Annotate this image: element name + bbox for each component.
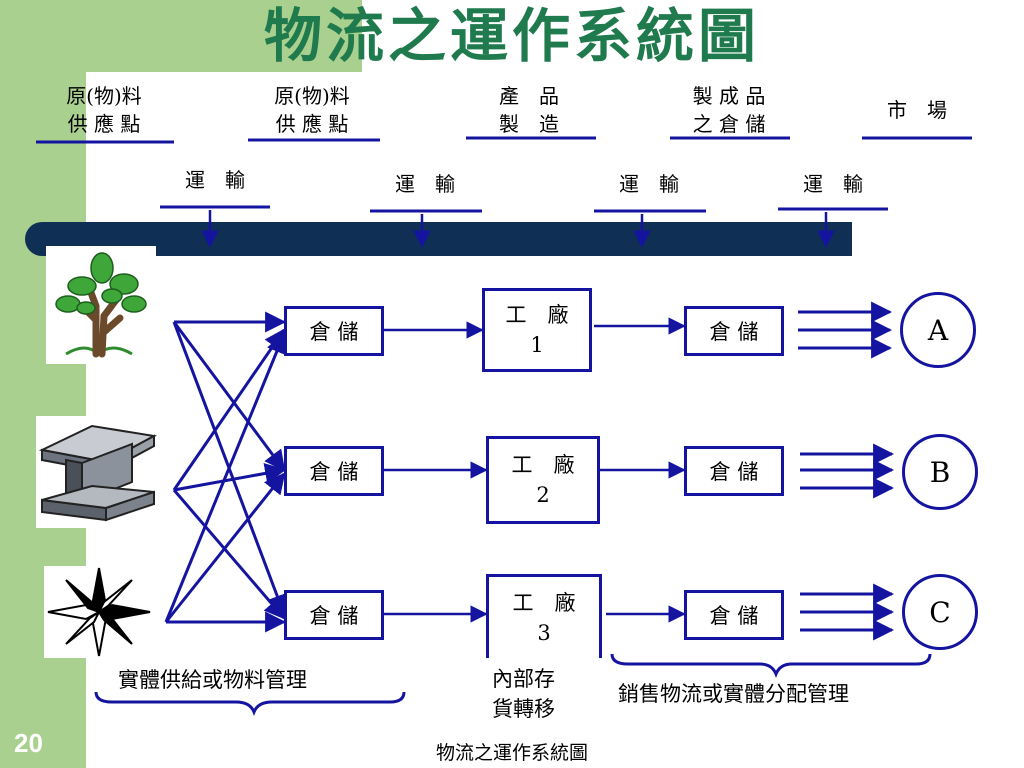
flow-s2-w3 [172,489,286,620]
flow-s1-w2 [172,321,286,472]
transport-label-1: 運 輸 [185,168,245,192]
top-label-market: 市 場 [887,98,947,122]
transport-label-4: 運 輸 [803,172,863,196]
market-circle-a: A [900,292,976,368]
market-circle-c: C [902,574,978,650]
slide-title: 物流之運作系統圖 [263,2,760,70]
compass-star-icon [44,566,154,658]
flow-s3-w2 [164,472,286,623]
market-circle-b: B [902,434,978,510]
slide-number: 20 [14,728,43,758]
warehouse-box-product-3: 倉 儲 [684,590,784,640]
top-label-manufacture: 產 品製 造 [499,84,559,136]
top-label-storage: 製 成 品之 倉 儲 [692,84,766,136]
flow-s2-w1 [172,328,286,491]
transport-label-2: 運 輸 [395,172,455,196]
warehouse-box-product-2: 倉 儲 [684,446,784,496]
brace-distribution [610,653,932,679]
brace-supply [94,691,406,717]
slide-footer: 物流之運作系統圖 [435,742,588,764]
top-label-supply-2: 原(物)料供 應 點 [274,84,350,136]
steel-beam-icon [36,416,158,528]
transport-label-3: 運 輸 [619,172,679,196]
caption-internal-transfer: 內部存 貨轉移 [492,667,555,721]
top-green-block [86,0,362,72]
top-label-supply-1: 原(物)料供 應 點 [66,84,142,136]
flow-s3-w1 [164,332,287,623]
caption-distribution-management: 銷售物流或實體分配管理 [618,682,849,706]
warehouse-box-supply-2: 倉 儲 [284,446,384,496]
warehouse-box-supply-3: 倉 儲 [284,590,384,640]
flow-s2-w2 [173,463,287,492]
caption-supply-management: 實體供給或物料管理 [118,668,307,692]
warehouse-box-supply-1: 倉 儲 [284,306,384,356]
tree-icon [46,246,156,364]
warehouse-box-product-1: 倉 儲 [684,306,784,356]
